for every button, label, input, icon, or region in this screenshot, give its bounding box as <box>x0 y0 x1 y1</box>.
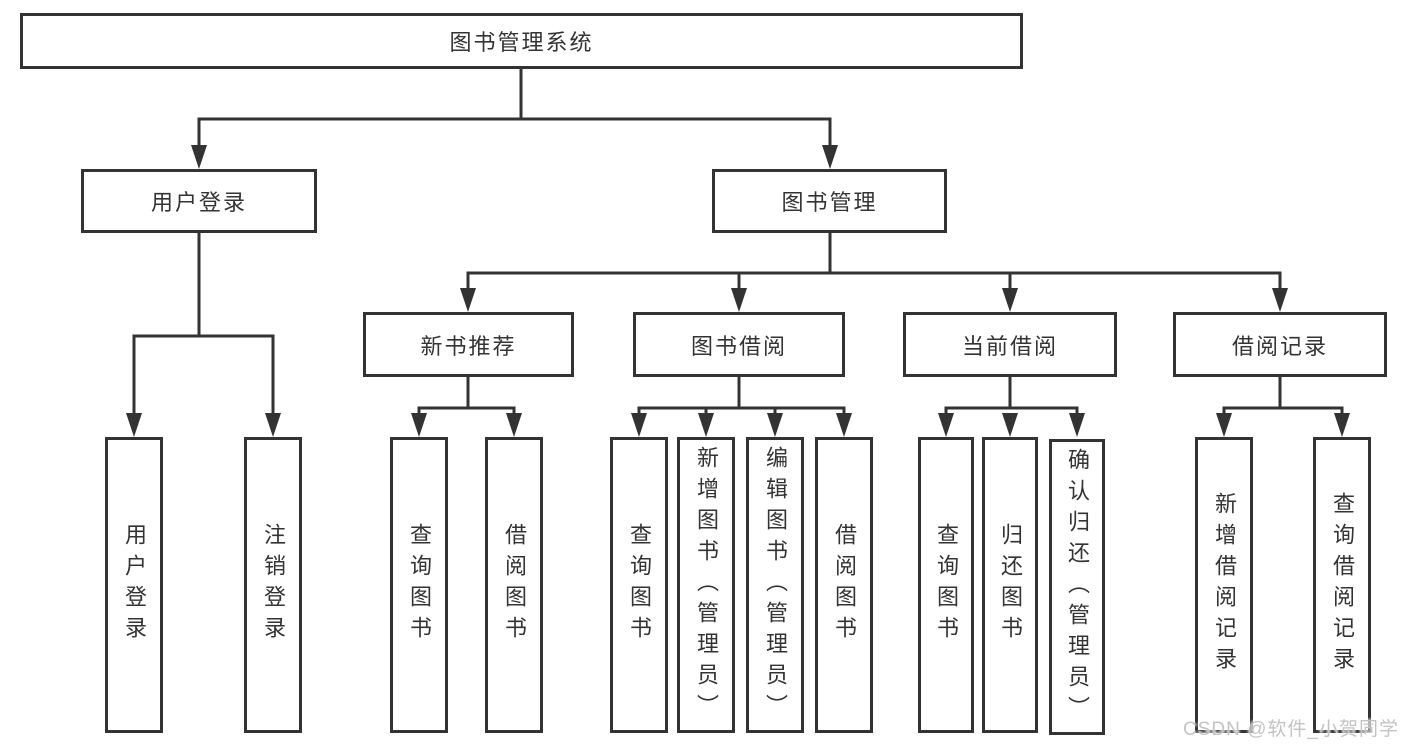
leaf-query-books-3-label: 查询图书 <box>934 523 959 647</box>
leaf-borrow-books-1: 借阅图书 <box>485 437 543 733</box>
arrowhead <box>1334 413 1350 437</box>
connector-user-login-children <box>126 231 281 437</box>
arrowhead <box>265 413 281 437</box>
leaf-borrow-books-2: 借阅图书 <box>815 437 873 733</box>
csdn-watermark: CSDN @软件_小贺同学 <box>1183 719 1399 740</box>
leaf-borrow-books-2-label: 借阅图书 <box>832 523 857 647</box>
node-borrow-records-label: 借阅记录 <box>1231 333 1328 359</box>
arrowhead <box>191 145 207 169</box>
arrowhead <box>460 288 476 312</box>
node-book-mgmt-label: 图书管理 <box>781 190 878 215</box>
leaf-return-books: 归还图书 <box>982 437 1038 733</box>
leaf-edit-books-admin: 编辑图书（管理员） <box>746 437 804 733</box>
arrowhead <box>1002 288 1018 312</box>
leaf-add-borrow-record: 新增借阅记录 <box>1195 437 1253 733</box>
leaf-query-books-2: 查询图书 <box>610 437 668 733</box>
arrowhead <box>938 413 954 437</box>
node-current-borrow: 当前借阅 <box>903 312 1117 377</box>
arrowhead <box>1216 413 1232 437</box>
arrowhead <box>767 413 783 437</box>
leaf-add-books-admin: 新增图书（管理员） <box>677 437 735 733</box>
node-book-borrow-label: 图书借阅 <box>690 333 787 359</box>
leaf-confirm-return-admin-label: 确认归还（管理员） <box>1065 447 1090 727</box>
leaf-add-borrow-record-label: 新增借阅记录 <box>1212 492 1237 678</box>
arrowhead <box>506 413 522 437</box>
node-new-book-label: 新书推荐 <box>420 333 517 359</box>
leaf-query-books-1-label: 查询图书 <box>407 523 432 647</box>
leaf-query-borrow-record-label: 查询借阅记录 <box>1330 492 1355 678</box>
node-book-mgmt: 图书管理 <box>712 169 947 233</box>
arrowhead <box>731 288 747 312</box>
arrowhead <box>411 413 427 437</box>
arrowhead <box>631 413 647 437</box>
leaf-query-borrow-record: 查询借阅记录 <box>1313 437 1371 733</box>
connector-borrow-records-children <box>1216 375 1350 437</box>
leaf-borrow-books-1-label: 借阅图书 <box>502 523 527 647</box>
connector-current-borrow-children <box>938 375 1085 437</box>
node-root: 图书管理系统 <box>20 13 1023 69</box>
leaf-add-books-admin-label: 新增图书（管理员） <box>694 445 719 725</box>
node-borrow-records: 借阅记录 <box>1173 312 1387 377</box>
node-user-login: 用户登录 <box>81 169 317 233</box>
arrowhead <box>822 145 838 169</box>
arrowhead <box>126 413 142 437</box>
leaf-query-books-1: 查询图书 <box>390 437 448 733</box>
arrowhead <box>1272 288 1288 312</box>
connector-root-to-level2 <box>191 66 838 169</box>
leaf-query-books-2-label: 查询图书 <box>627 523 652 647</box>
node-root-label: 图书管理系统 <box>449 30 594 55</box>
connector-new-book-children <box>411 375 522 437</box>
arrowhead <box>1069 413 1085 437</box>
arrowhead <box>698 413 714 437</box>
leaf-return-books-label: 归还图书 <box>998 523 1023 647</box>
node-new-book: 新书推荐 <box>363 312 574 377</box>
leaf-edit-books-admin-label: 编辑图书（管理员） <box>763 445 788 725</box>
node-user-login-label: 用户登录 <box>150 190 247 215</box>
arrowhead <box>836 413 852 437</box>
leaf-logout: 注销登录 <box>244 437 302 733</box>
leaf-query-books-3: 查询图书 <box>918 437 974 733</box>
node-current-borrow-label: 当前借阅 <box>961 333 1058 359</box>
node-book-borrow: 图书借阅 <box>633 312 845 377</box>
leaf-logout-label: 注销登录 <box>261 523 286 647</box>
connector-book-mgmt-to-level3 <box>460 231 1288 312</box>
arrowhead <box>1002 413 1018 437</box>
connector-book-borrow-children <box>631 375 852 437</box>
leaf-user-login-label: 用户登录 <box>122 523 147 647</box>
leaf-user-login: 用户登录 <box>105 437 163 733</box>
leaf-confirm-return-admin: 确认归还（管理员） <box>1049 439 1105 735</box>
